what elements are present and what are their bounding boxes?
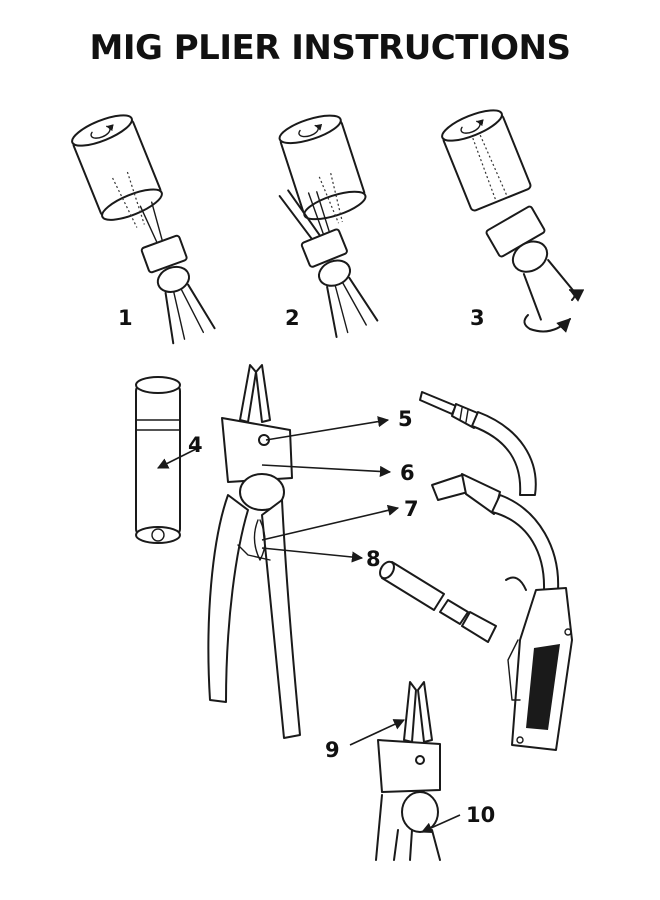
step-1-illustration: 1 — [71, 114, 216, 345]
callout-7: 7 — [404, 497, 419, 521]
callout-leaders — [156, 416, 461, 833]
gooseneck-drawing — [431, 473, 560, 591]
diffuser-drawing — [379, 560, 497, 643]
step-3-illustration: 3 — [441, 109, 585, 333]
mig-gun-drawing — [505, 576, 573, 751]
small-pliers-drawing — [375, 681, 441, 861]
callout-6: 6 — [400, 461, 415, 485]
contact-tip-drawing — [419, 391, 537, 496]
callout-9: 9 — [325, 738, 340, 762]
wiggle-arrow-icon — [523, 314, 571, 333]
step-1-number: 1 — [118, 306, 133, 330]
step-2-illustration: 2 — [278, 114, 379, 338]
rotate-arrow-icon — [90, 124, 114, 139]
step-3-number: 3 — [470, 306, 485, 330]
mig-pliers-drawing — [207, 364, 301, 739]
callout-5: 5 — [398, 407, 413, 431]
step-2-number: 2 — [285, 306, 300, 330]
callout-4: 4 — [188, 433, 203, 457]
page-title: MIG PLIER INSTRUCTIONS — [89, 28, 571, 68]
callout-8: 8 — [366, 547, 381, 571]
callout-10: 10 — [466, 803, 495, 827]
